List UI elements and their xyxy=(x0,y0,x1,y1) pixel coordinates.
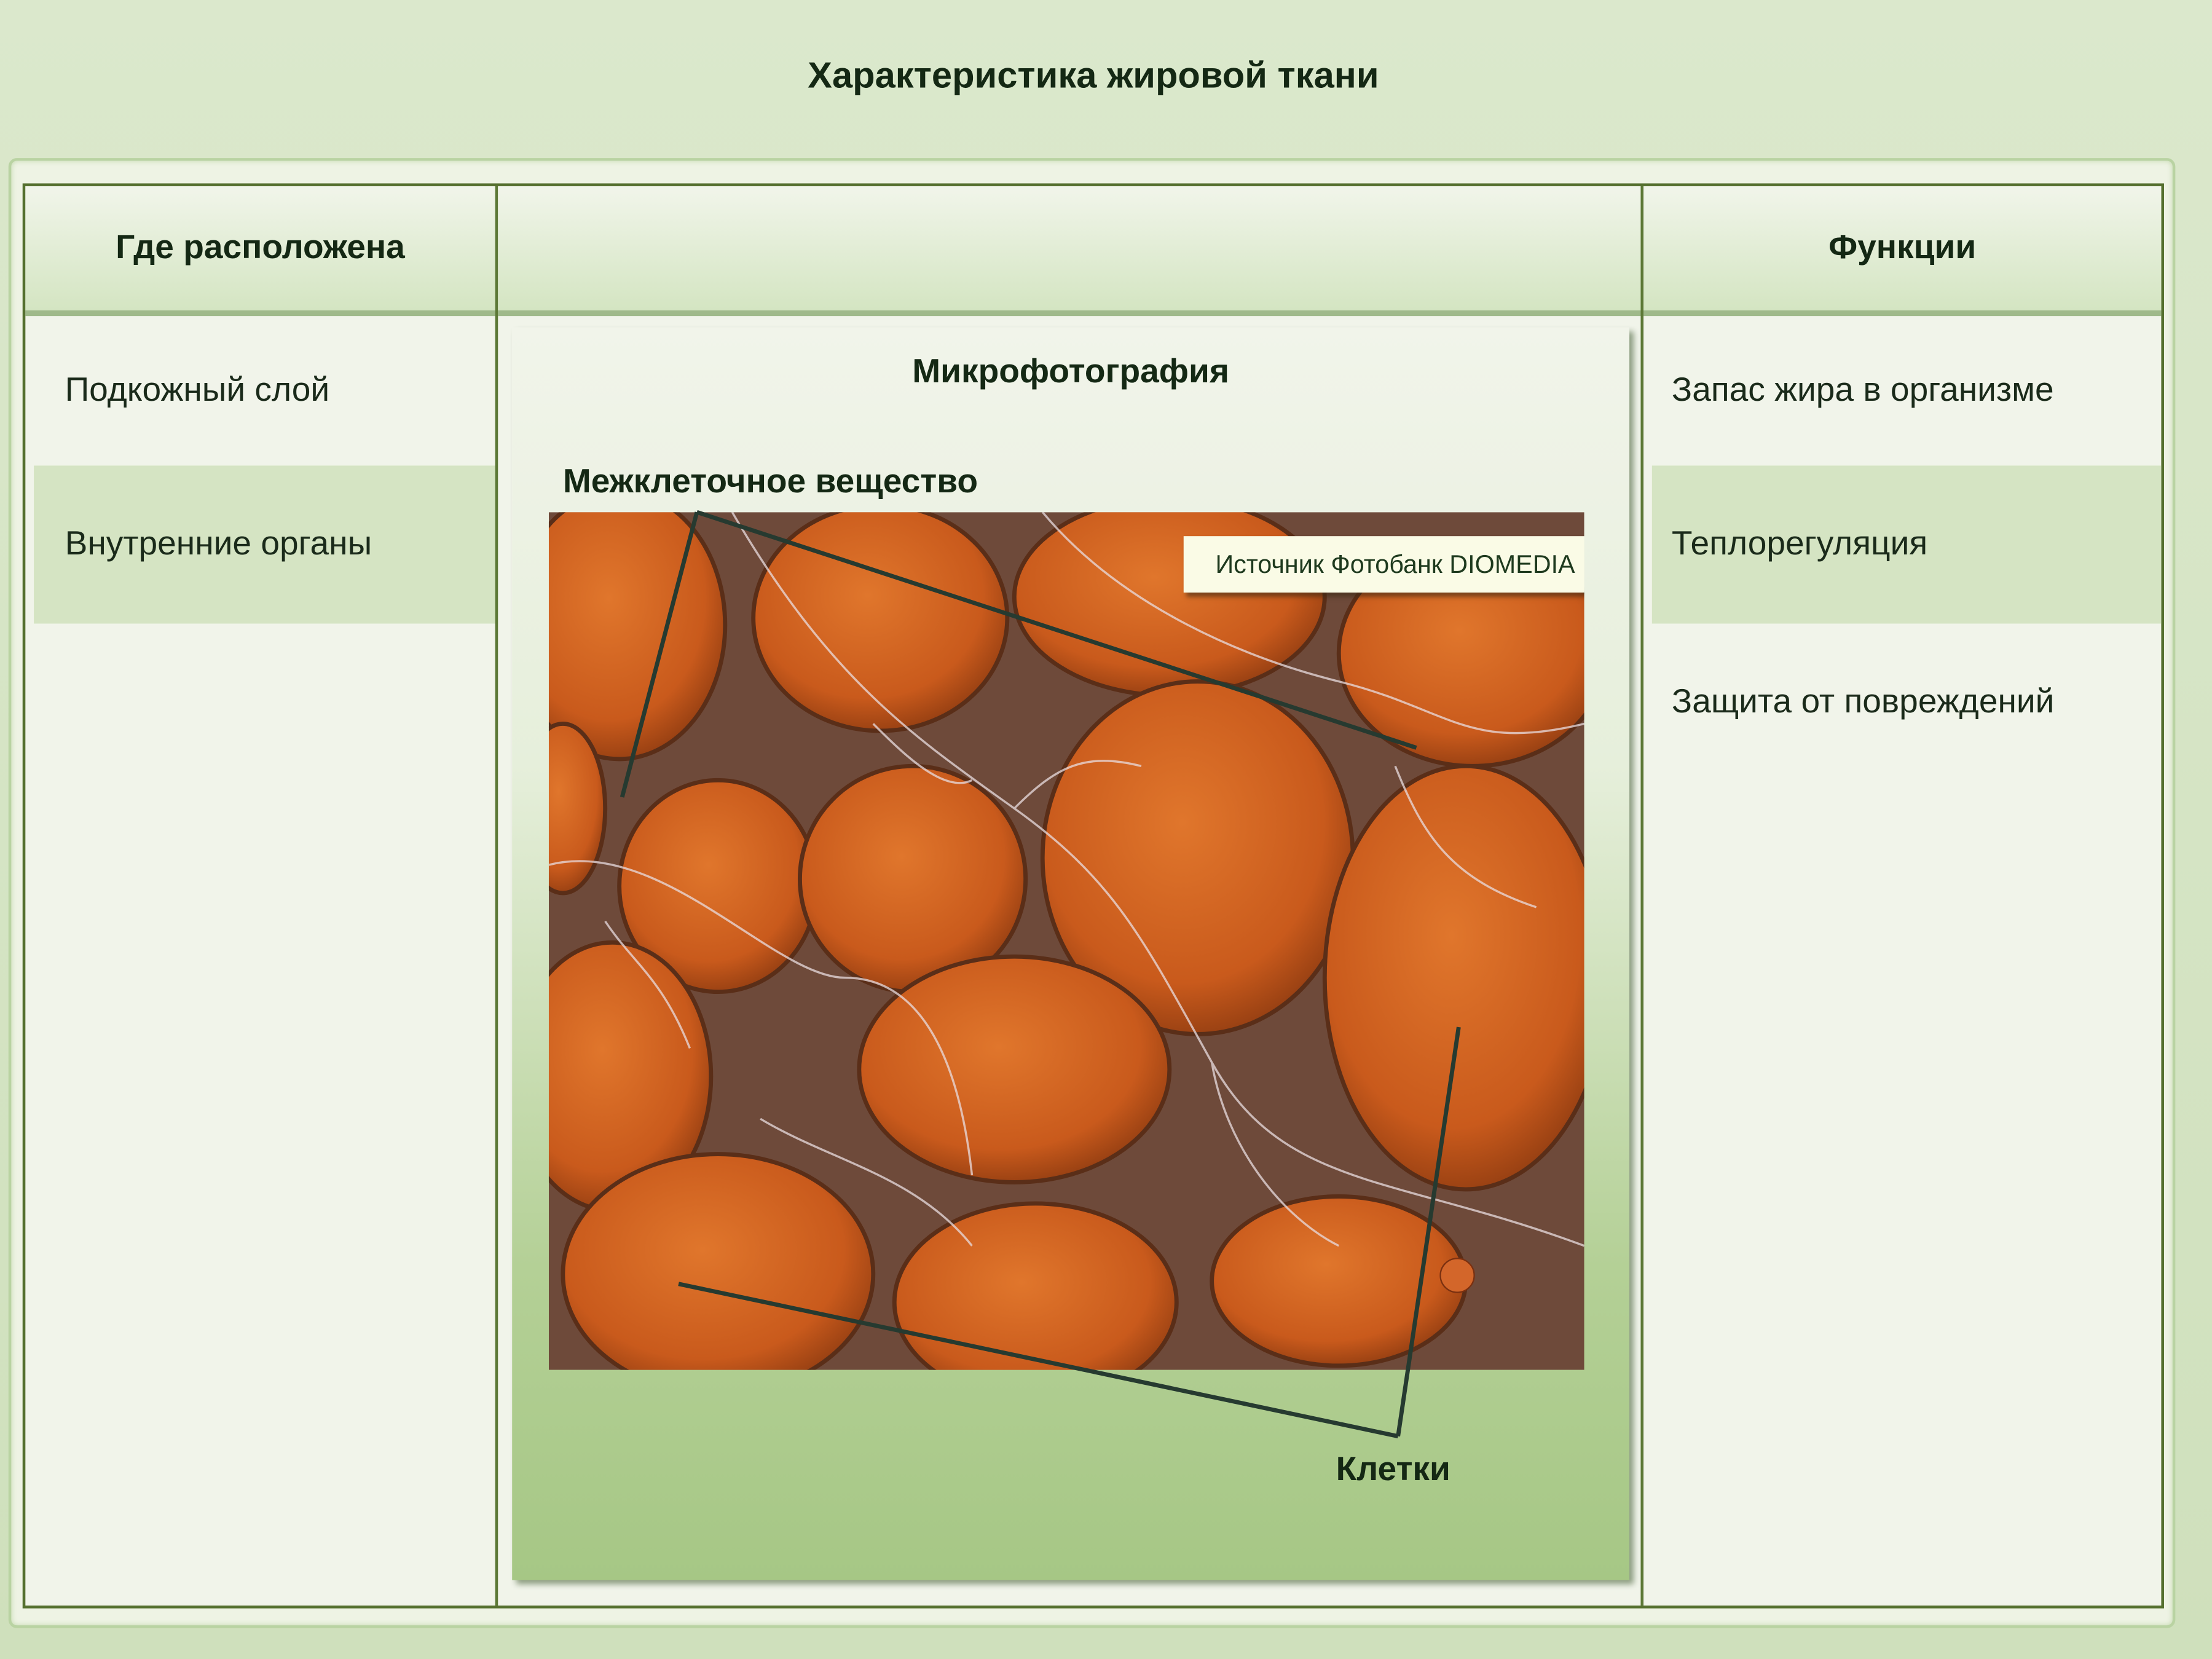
micrograph-image: Источник Фотобанк DIOMEDIA xyxy=(548,512,1584,1370)
characteristics-table: Где расположена Подкожный слой Внутренни… xyxy=(22,183,2164,1609)
micrograph-title: Микрофотография xyxy=(912,352,1229,391)
page-title: Характеристика жировой ткани xyxy=(808,53,1379,97)
cells-label: Клетки xyxy=(1336,1450,1450,1489)
cells-pointer-line xyxy=(678,1282,1399,1438)
pointer-lines xyxy=(620,510,1461,1438)
photo-column-header xyxy=(498,186,1644,317)
location-row: Подкожный слой xyxy=(34,316,495,465)
matrix-pointer-line xyxy=(620,511,699,798)
location-header: Где расположена xyxy=(25,186,495,317)
location-text: Внутренние органы xyxy=(65,524,372,563)
photo-credit: Источник Фотобанк DIOMEDIA xyxy=(1183,536,1584,593)
function-text: Теплорегуляция xyxy=(1671,524,1928,563)
micrograph-panel: Микрофотография Межклеточное вещество xyxy=(512,327,1630,1580)
location-row: Внутренние органы xyxy=(34,465,495,624)
location-text: Подкожный слой xyxy=(65,371,330,409)
functions-column: Функции Запас жира в организме Теплорегу… xyxy=(1640,186,2162,1606)
location-column: Где расположена Подкожный слой Внутренни… xyxy=(25,186,495,1606)
function-text: Защита от повреждений xyxy=(1671,682,2055,721)
function-row: Запас жира в организме xyxy=(1652,316,2162,465)
matrix-label: Межклеточное вещество xyxy=(562,462,978,501)
photo-column: Микрофотография Межклеточное вещество xyxy=(495,186,1644,1606)
functions-header: Функции xyxy=(1643,186,2162,317)
cells-pointer-line xyxy=(1396,1027,1461,1437)
function-row: Защита от повреждений xyxy=(1652,624,2162,782)
function-text: Запас жира в организме xyxy=(1671,371,2054,409)
function-row: Теплорегуляция xyxy=(1651,465,2162,624)
matrix-pointer-line xyxy=(696,510,1417,750)
